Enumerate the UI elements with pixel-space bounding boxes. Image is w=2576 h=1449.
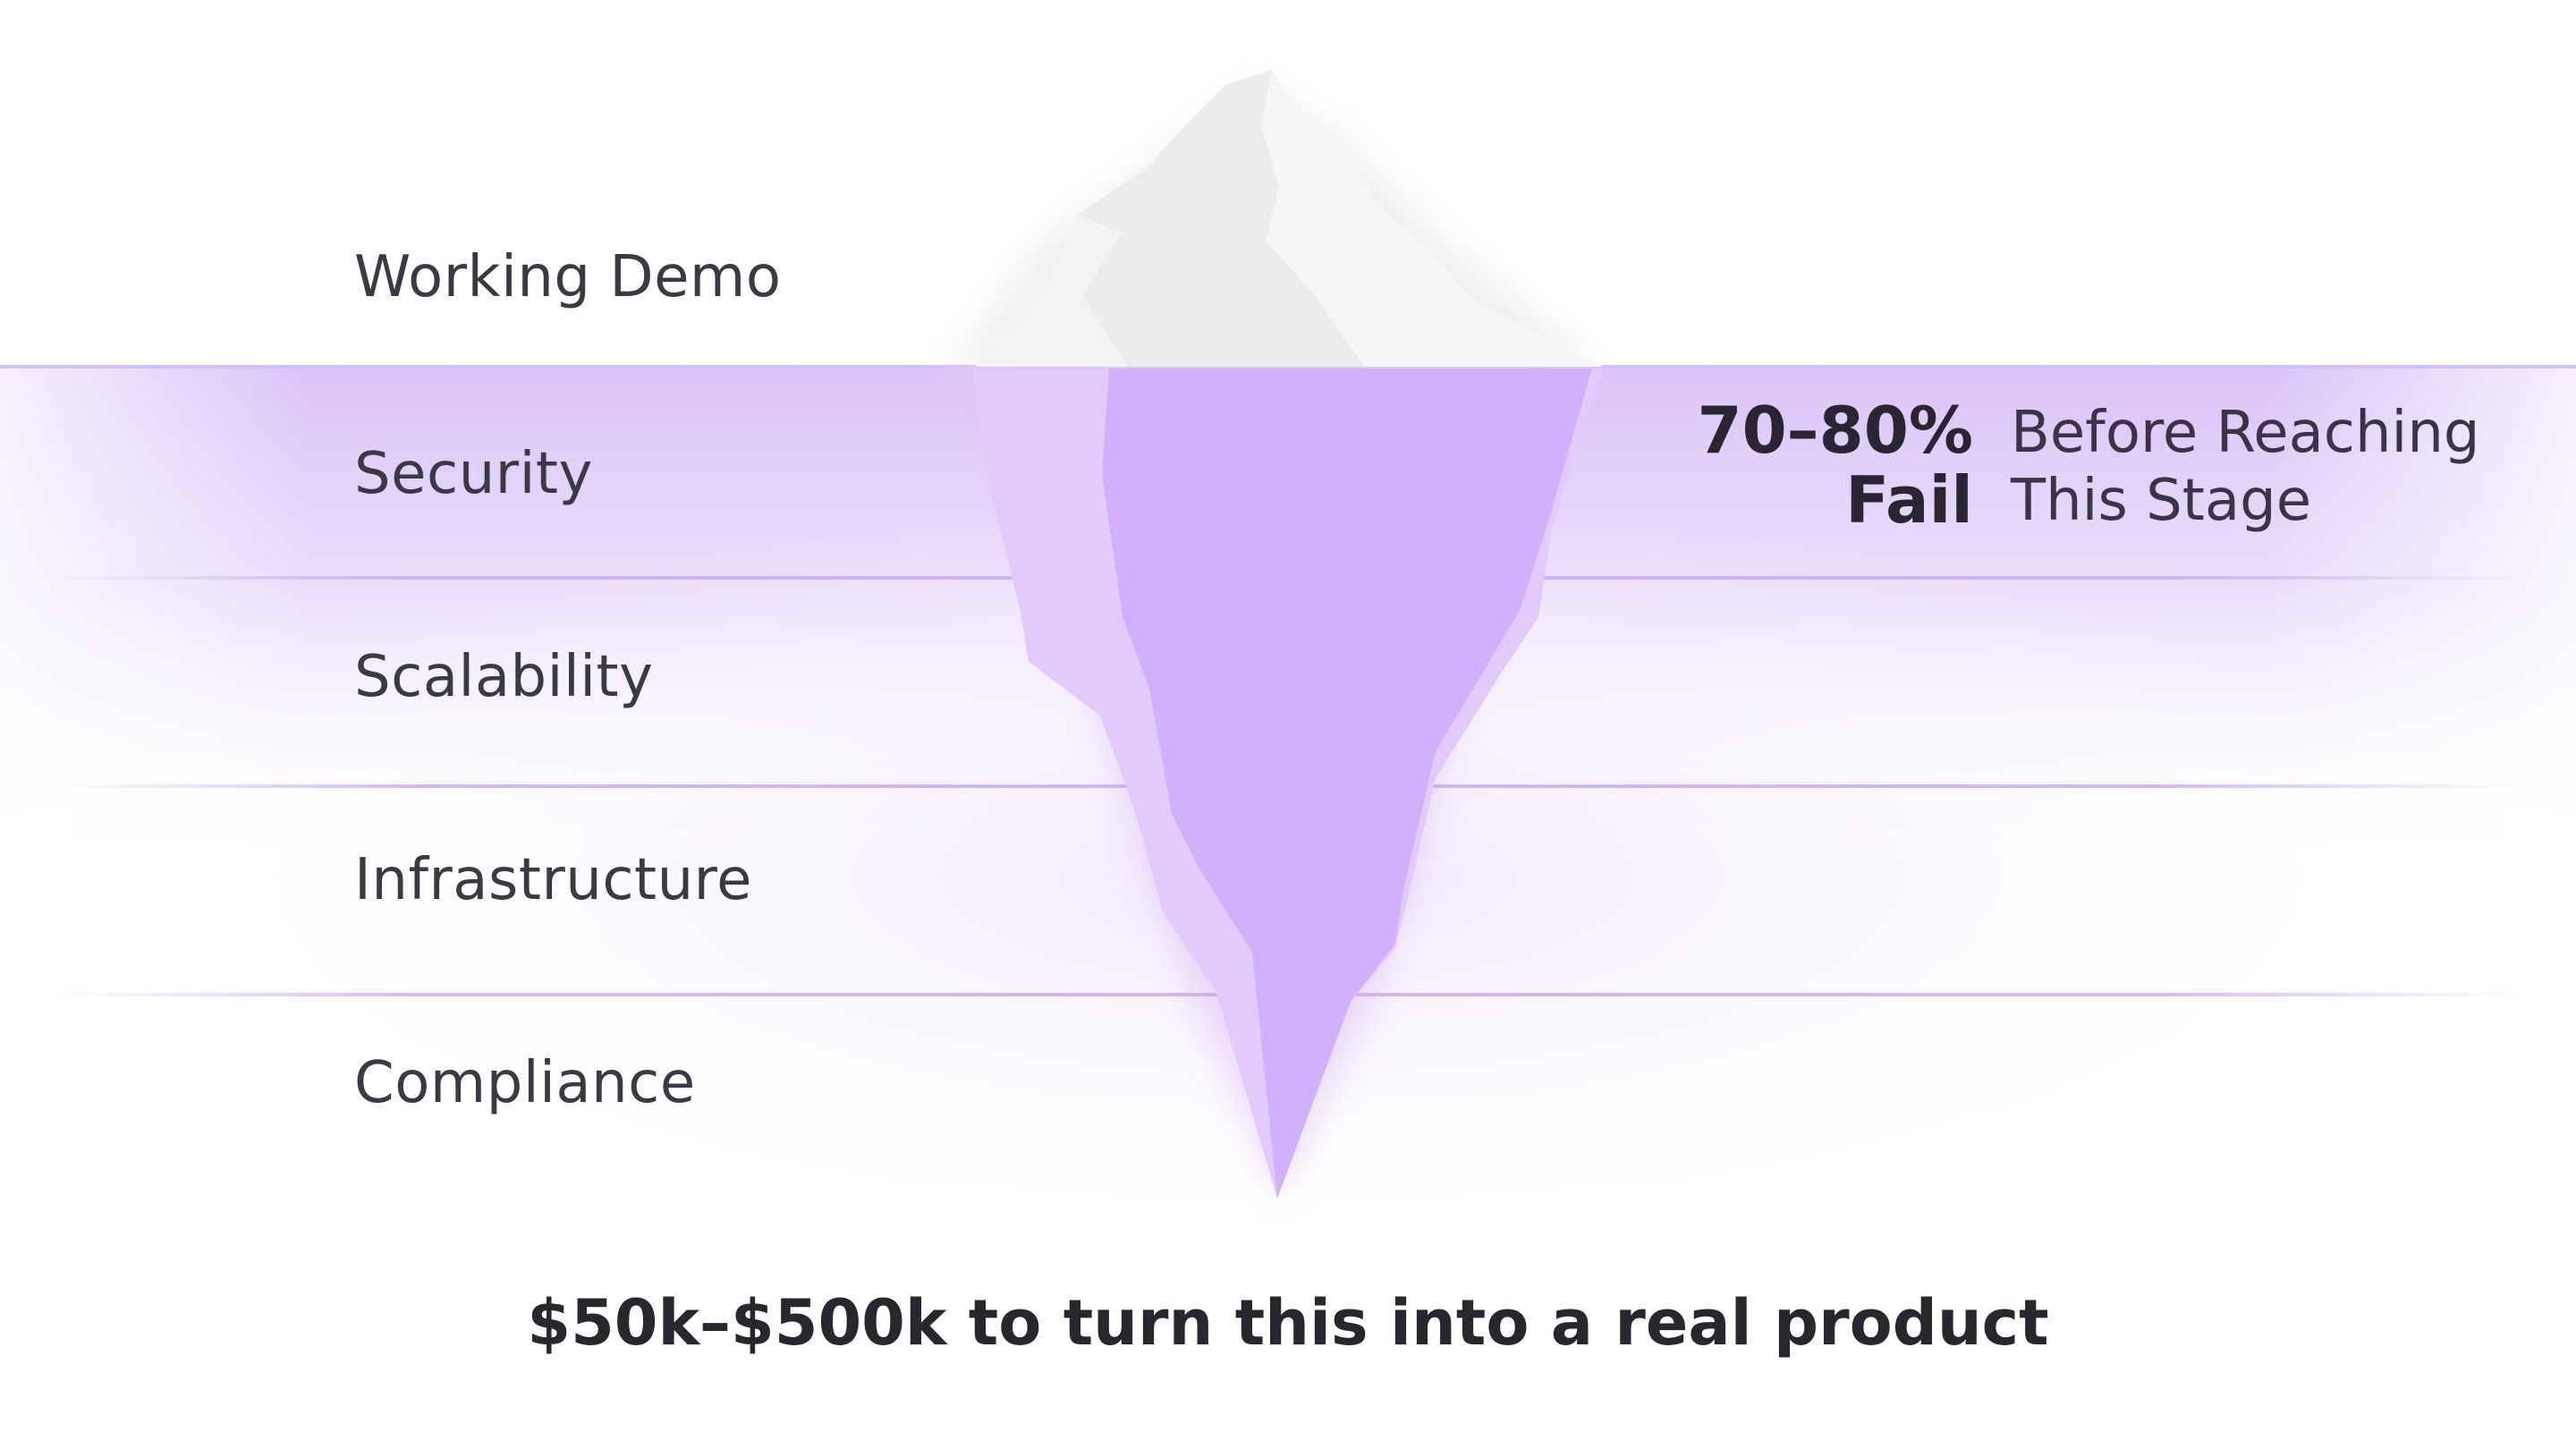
fail-rate-value: 70–80%: [1697, 393, 1973, 468]
layer-label-security: Security: [354, 441, 593, 507]
fail-rate-caption: Before Reaching This Stage: [2011, 399, 2480, 535]
layer-label-working-demo: Working Demo: [354, 244, 782, 310]
iceberg-core: [1102, 369, 1592, 1199]
layer-label-infrastructure: Infrastructure: [354, 847, 752, 913]
caption-line-1: Before Reaching: [2011, 400, 2480, 466]
fail-rate-word: Fail: [1845, 462, 1973, 538]
layer-label-compliance: Compliance: [354, 1050, 696, 1116]
layer-label-scalability: Scalability: [354, 644, 654, 710]
fail-rate-stat: 70–80% Fail: [1697, 395, 1973, 535]
caption-line-2: This Stage: [2011, 468, 2312, 534]
cost-footer: $50k–$500k to turn this into a real prod…: [527, 1286, 2049, 1360]
